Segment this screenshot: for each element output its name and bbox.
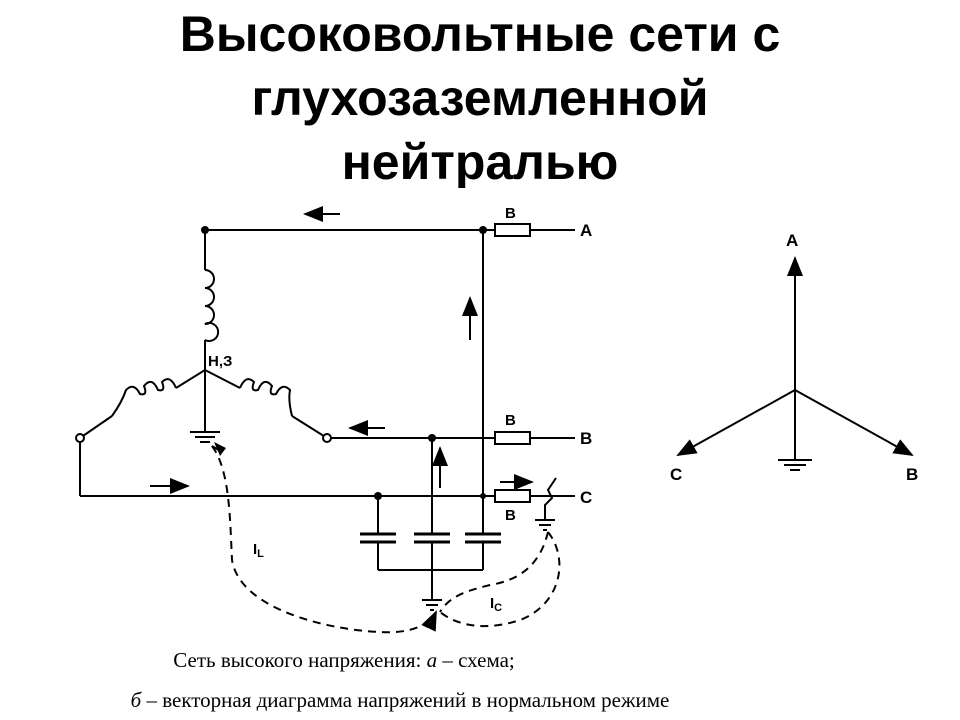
node-b (428, 434, 436, 442)
label-phase-b: B (580, 429, 592, 448)
capacitor-bank (360, 532, 501, 544)
dashed-path-il (211, 445, 437, 634)
wire-star-b2 (291, 415, 328, 439)
node-c-a-cross (480, 493, 486, 499)
vector-c (676, 389, 796, 456)
breaker-phase-c (494, 489, 531, 503)
title-line-3: нейтралью (341, 134, 619, 188)
label-neutral: Н,З (208, 353, 232, 370)
node-c (374, 492, 382, 500)
node-a-left (201, 226, 209, 234)
node-a-right (479, 226, 487, 234)
title-line-1: Высоковольтные сети с (179, 6, 781, 62)
label-breaker-c: B (505, 507, 516, 524)
terminal-c (75, 433, 85, 443)
caption-line-1: Сеть высокого напряжения: а – схема; (173, 648, 515, 672)
vector-diagram (676, 256, 914, 460)
wire-star-c2 (79, 415, 113, 439)
vector-ground-icon (778, 459, 812, 471)
ground-icon (190, 431, 220, 443)
wire-star-c1 (175, 369, 206, 389)
vector-label-b: B (906, 465, 918, 484)
label-breaker-a: B (505, 205, 516, 222)
wire-star-b1 (204, 369, 241, 389)
page-title: Высоковольтные сети с глухозаземленной н… (0, 2, 960, 188)
breaker-phase-a (494, 223, 531, 237)
breaker-phase-b (494, 431, 531, 445)
winding-phase-c (111, 378, 177, 417)
winding-phase-b (239, 378, 293, 417)
vector-label-a: A (786, 231, 798, 250)
ground-fault-icon (535, 519, 555, 531)
terminal-b (322, 433, 332, 443)
dashed-path-ic-inner (439, 531, 549, 613)
vector-b (794, 389, 914, 456)
label-current-ic: IC (490, 595, 502, 614)
arrow-il-head (214, 442, 226, 456)
label-phase-c: C (580, 488, 592, 507)
dashed-path-ic-outer (439, 531, 561, 628)
caption-line-2: б – векторная диаграмма напряжений в нор… (130, 688, 670, 712)
title-line-2: глухозаземленной (251, 70, 709, 126)
ground-capacitor-icon (422, 599, 442, 611)
vector-label-c: C (670, 465, 682, 484)
arc-suppression-coil (204, 269, 220, 342)
label-phase-a: A (580, 221, 592, 240)
fault-lightning-icon (544, 477, 557, 520)
label-breaker-b: B (505, 412, 516, 429)
label-current-il: IL (253, 541, 264, 560)
